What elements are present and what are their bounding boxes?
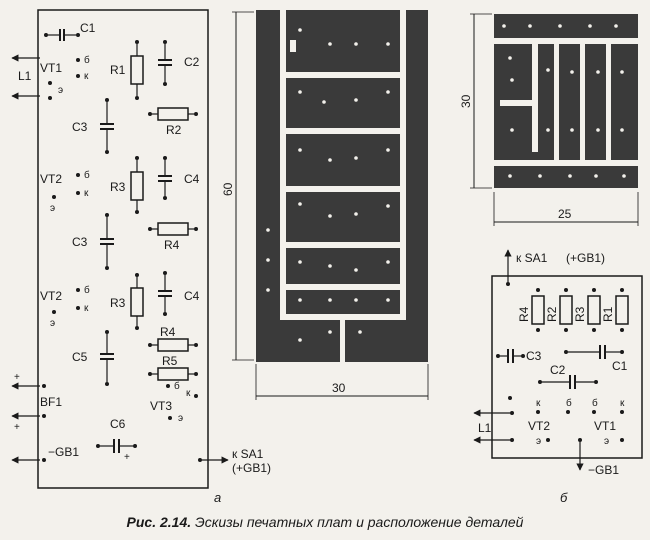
figure-caption: Рис. 2.14. Эскизы печатных плат и распол…: [0, 514, 650, 530]
pin-b: б: [592, 397, 598, 409]
pcb-a: 60 30: [221, 10, 429, 400]
pcb-a-height: 60: [221, 182, 235, 196]
subfigure-a-label: а: [214, 490, 222, 505]
gb1-minus-label-b: −GB1: [588, 463, 619, 477]
pin-b: б: [566, 397, 572, 409]
vt2-label-b: VT2: [528, 419, 550, 433]
pin-k: к: [84, 188, 89, 199]
pcb-b: 30 25: [459, 13, 639, 226]
gb1-plus-label-b: (+GB1): [566, 251, 605, 265]
plus-sign: +: [124, 452, 130, 463]
r4-lower-label: R4: [160, 325, 176, 339]
plus-sign: +: [14, 372, 20, 383]
pin-b: б: [84, 284, 90, 296]
r3-lower-label: R3: [110, 296, 126, 310]
pin-k: к: [620, 398, 625, 409]
l1-label: L1: [18, 69, 32, 83]
gb1-plus-label: (+GB1): [232, 461, 271, 475]
r2-label: R2: [166, 123, 182, 137]
c4-upper-label: C4: [184, 172, 200, 186]
sa1-label: к SA1: [232, 447, 264, 461]
vt2-upper-label: VT2: [40, 172, 62, 186]
pcb-b-width: 25: [558, 207, 572, 221]
subfigure-b-label: б: [560, 490, 568, 505]
c5-label: C5: [72, 350, 88, 364]
vt1-label-b: VT1: [594, 419, 616, 433]
vt2-lower-label: VT2: [40, 289, 62, 303]
r3-label-b: R3: [573, 306, 587, 322]
pcb-b-holes: [502, 24, 626, 178]
pin-e: э: [58, 85, 63, 96]
pin-e: э: [536, 436, 541, 447]
pcb-a-holes: [266, 28, 390, 342]
pin-b: б: [84, 169, 90, 181]
c2-label: C2: [184, 55, 200, 69]
pin-k: к: [84, 71, 89, 82]
c2-label-b: C2: [550, 363, 566, 377]
c3-upper-label: C3: [72, 120, 88, 134]
c6-label: C6: [110, 417, 126, 431]
vt3-label: VT3: [150, 399, 172, 413]
c1-label: C1: [80, 21, 96, 35]
pin-b: б: [174, 380, 180, 392]
c4-lower-label: C4: [184, 289, 200, 303]
panel-a-layout: C1 L1 VT1 б к э R1 C2 C3: [11, 9, 271, 489]
pin-e: э: [50, 203, 55, 214]
pin-e: э: [178, 413, 183, 424]
board-outline-a: [37, 9, 209, 489]
r4-upper-label: R4: [164, 238, 180, 252]
pcb-a-width: 30: [332, 381, 346, 395]
r3-upper-label: R3: [110, 180, 126, 194]
l1-label-b: L1: [478, 421, 492, 435]
r1-label: R1: [110, 63, 126, 77]
gb1-minus-label: −GB1: [48, 445, 79, 459]
r2-label-b: R2: [545, 306, 559, 322]
pin-e: э: [604, 436, 609, 447]
panel-b-layout: к SA1 (+GB1) R4 R2 R3 R1 C3 C1 C2: [473, 249, 643, 477]
plus-sign: +: [14, 422, 20, 433]
vt1-label: VT1: [40, 61, 62, 75]
c1-label-b: C1: [612, 359, 628, 373]
pin-b: б: [84, 54, 90, 66]
pin-k: к: [536, 398, 541, 409]
c3-lower-label: C3: [72, 235, 88, 249]
r1-label-b: R1: [601, 306, 615, 322]
r5-label: R5: [162, 354, 178, 368]
bf1-label: BF1: [40, 395, 62, 409]
board-outline-b: [491, 275, 643, 459]
pin-k: к: [186, 388, 191, 399]
sa1-label-b: к SA1: [516, 251, 548, 265]
r4-label-b: R4: [517, 306, 531, 322]
pcb-b-height: 30: [459, 94, 473, 108]
c3-label-b: C3: [526, 349, 542, 363]
caption-text: Эскизы печатных плат и расположение дета…: [191, 514, 524, 530]
caption-prefix: Рис. 2.14.: [126, 514, 192, 530]
pin-k: к: [84, 303, 89, 314]
pin-e: э: [50, 318, 55, 329]
